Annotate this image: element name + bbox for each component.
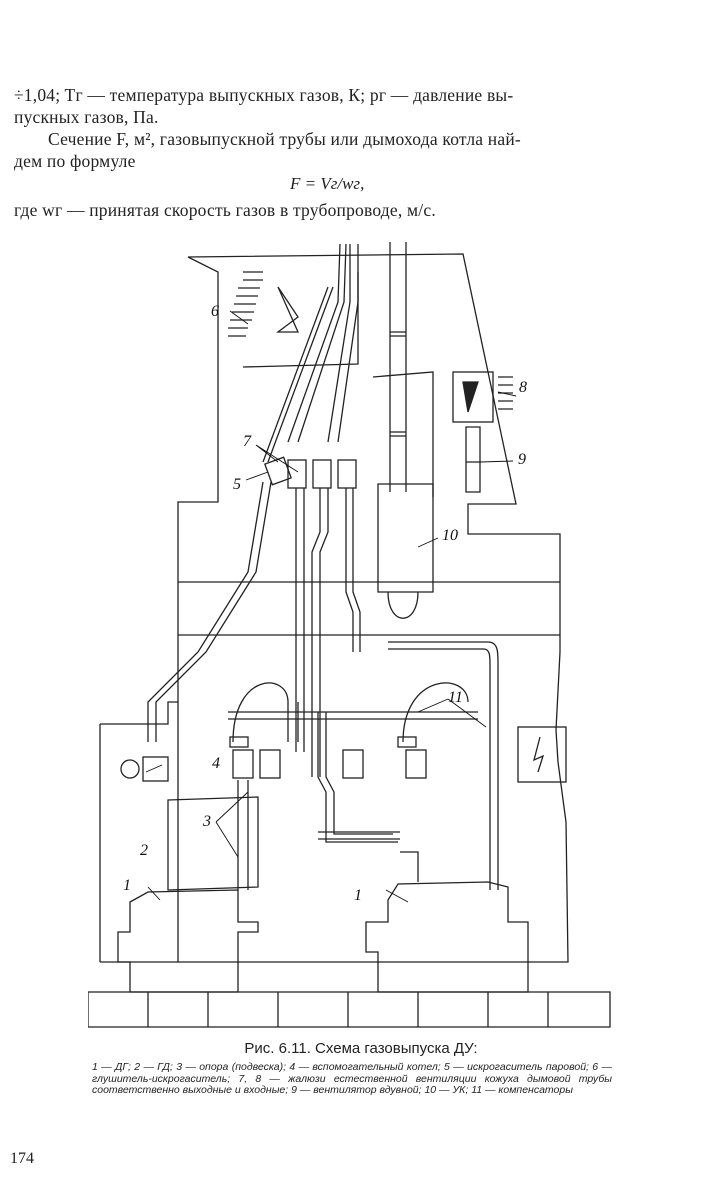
label-3: 3 [202, 813, 211, 830]
text-line-2: пускных газов, Па. [14, 107, 159, 127]
exhaust-system-diagram: 6 7 5 8 9 10 11 4 3 2 1 1 [88, 242, 611, 1028]
main-engine-right [365, 881, 529, 993]
label-1-left: 1 [123, 877, 131, 894]
label-7: 6 [211, 303, 219, 320]
label-2: 2 [140, 842, 148, 859]
main-exhaust-stack [389, 242, 407, 492]
label-1-right: 1 [354, 887, 362, 904]
label-8: 8 [519, 379, 527, 396]
deck-base [88, 991, 611, 1028]
figure-caption-title: Рис. 6.11. Схема газовыпуска ДУ: [244, 1040, 478, 1057]
page-number: 174 [10, 1150, 34, 1167]
formula: F = Vг/wг, [290, 174, 365, 193]
label-6: 7 [243, 433, 252, 450]
text-line-5: где wг — принятая скорость газов в трубо… [14, 200, 436, 220]
inlet-louver-box [452, 371, 494, 423]
text-line-4: дем по формуле [14, 151, 136, 171]
label-9: 9 [518, 451, 526, 468]
text-line-1: ÷1,04; Tг — температура выпускных газов,… [14, 85, 514, 105]
funnel-casing-outline [177, 253, 569, 963]
auxiliary-boiler-circle [120, 759, 140, 779]
label-4: 4 [212, 755, 220, 772]
main-engine-left [117, 889, 259, 993]
figure-caption-legend: 1 — ДГ; 2 — ГД; 3 — опора (подвеска); 4 … [92, 1061, 612, 1096]
label-10: 10 [442, 527, 458, 544]
fan-duct [465, 426, 481, 463]
text-line-3: Сечение F, м², газовыпускной трубы или д… [48, 129, 521, 149]
label-5: 5 [233, 476, 241, 493]
label-11: 11 [448, 689, 463, 706]
utilization-boiler [377, 483, 434, 593]
generator-block [167, 796, 259, 891]
